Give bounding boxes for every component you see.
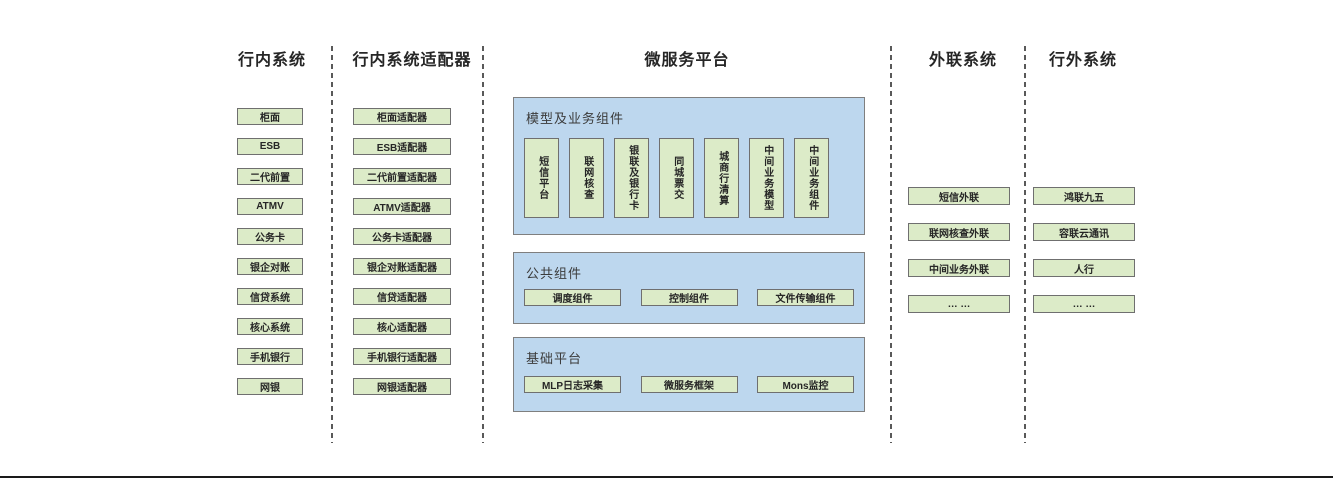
vertical-component-row: 短信平台 联网核查 银联及银行卡 同城票交 城商行清算 中间业务模型 中间业务组… (524, 138, 829, 218)
internal-system-box: 网银 (237, 378, 303, 395)
base-component-box: MLP日志采集 (524, 376, 621, 393)
model-component-box: 同城票交 (659, 138, 694, 218)
outside-system-box: … … (1033, 295, 1135, 313)
component-row: 调度组件 控制组件 文件传输组件 (524, 289, 854, 306)
column-title-external-link-systems: 外联系统 (928, 52, 997, 69)
panel-label: 基础平台 (526, 351, 583, 366)
panel-base-platform: 基础平台 MLP日志采集 微服务框架 Mons监控 (513, 337, 865, 412)
internal-system-box: 手机银行 (237, 348, 303, 365)
common-component-box: 控制组件 (640, 289, 738, 306)
adapter-box: 柜面适配器 (353, 108, 451, 125)
model-component-box: 短信平台 (524, 138, 559, 218)
internal-system-box: 二代前置 (237, 168, 303, 185)
model-component-box: 城商行清算 (704, 138, 739, 218)
model-component-box: 银联及银行卡 (614, 138, 649, 218)
column-title-outside-systems: 行外系统 (1048, 52, 1117, 69)
panel-common-components: 公共组件 调度组件 控制组件 文件传输组件 (513, 252, 865, 324)
adapter-box: 手机银行适配器 (353, 348, 451, 365)
outside-system-box: 容联云通讯 (1033, 223, 1135, 241)
internal-system-box: 公务卡 (237, 228, 303, 245)
external-link-box: 中间业务外联 (908, 259, 1010, 277)
common-component-box: 调度组件 (524, 289, 621, 306)
internal-system-box: ATMV (237, 198, 303, 215)
external-link-box: 联网核查外联 (908, 223, 1010, 241)
adapter-box: ATMV适配器 (353, 198, 451, 215)
component-row: MLP日志采集 微服务框架 Mons监控 (524, 376, 854, 393)
internal-system-box: 银企对账 (237, 258, 303, 275)
column-divider (482, 46, 484, 443)
model-component-box: 联网核查 (569, 138, 604, 218)
adapter-box: 信贷适配器 (353, 288, 451, 305)
model-component-box: 中间业务模型 (749, 138, 784, 218)
column-divider (331, 46, 333, 443)
external-link-box: … … (908, 295, 1010, 313)
column-title-microservice-platform: 微服务平台 (644, 52, 730, 69)
bottom-rule (0, 476, 1333, 478)
outside-system-box: 人行 (1033, 259, 1135, 277)
column-divider (1024, 46, 1026, 443)
adapter-box: 核心适配器 (353, 318, 451, 335)
adapter-box: 二代前置适配器 (353, 168, 451, 185)
model-component-box: 中间业务组件 (794, 138, 829, 218)
internal-system-box: 柜面 (237, 108, 303, 125)
base-component-box: Mons监控 (757, 376, 854, 393)
adapter-box: 公务卡适配器 (353, 228, 451, 245)
adapter-box: 网银适配器 (353, 378, 451, 395)
adapter-box: 银企对账适配器 (353, 258, 451, 275)
outside-system-box: 鸿联九五 (1033, 187, 1135, 205)
base-component-box: 微服务框架 (640, 376, 738, 393)
column-title-internal-adapters: 行内系统适配器 (352, 52, 472, 69)
adapter-box: ESB适配器 (353, 138, 451, 155)
internal-system-box: 核心系统 (237, 318, 303, 335)
panel-model-business-components: 模型及业务组件 短信平台 联网核查 银联及银行卡 同城票交 城商行清算 中间业务… (513, 97, 865, 235)
internal-system-box: ESB (237, 138, 303, 155)
external-link-box: 短信外联 (908, 187, 1010, 205)
column-divider (890, 46, 892, 443)
column-title-internal-systems: 行内系统 (237, 52, 306, 69)
internal-system-box: 信贷系统 (237, 288, 303, 305)
panel-label: 公共组件 (526, 266, 583, 281)
common-component-box: 文件传输组件 (757, 289, 854, 306)
panel-label: 模型及业务组件 (526, 111, 625, 126)
